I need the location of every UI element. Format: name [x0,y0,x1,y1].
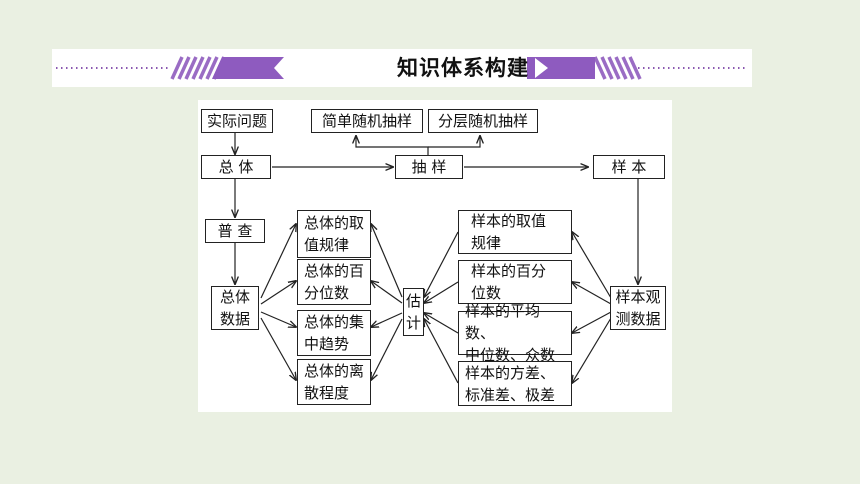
sample-item-box: 样本的百分 位数 [458,260,572,304]
sample-item-label: 样本的取值 规律 [471,212,547,252]
sample-box: 样 本 [593,155,665,179]
stratified-sampling-box: 分层随机抽样 [428,109,538,133]
population-item-label: 总体的离 散程度 [304,362,365,402]
population-item-label: 总体的集 中趋势 [304,313,365,353]
practical-problem-box: 实际问题 [201,109,273,133]
population-label: 总 体 [218,158,254,176]
estimate-box: 估 计 [403,288,424,336]
right-arrow-icon [535,58,548,78]
practical-problem-label: 实际问题 [206,112,267,130]
sample-item-box: 样本的方差、 标准差、极差 [458,361,572,406]
sample-item-label: 样本的平均数、 中位数、众数 [465,302,556,364]
sample-label: 样 本 [611,158,647,176]
banner-title: 知识体系构建 [397,56,529,80]
population-data-box: 总体 数据 [211,286,259,330]
population-data-label: 总体 数据 [219,288,250,328]
census-label: 普 查 [217,222,253,240]
population-item-box: 总体的取 值规律 [297,210,371,258]
sample-observed-data-label: 样本观 测数据 [615,288,661,328]
banner-decoration [56,56,748,80]
concept-diagram: 实际问题 简单随机抽样 分层随机抽样 总 体 抽 样 样 本 普 查 总体 数据… [198,100,672,412]
population-item-box: 总体的离 散程度 [297,359,371,405]
population-item-box: 总体的集 中趋势 [297,310,371,356]
stratified-sampling-label: 分层随机抽样 [437,112,528,130]
left-arrow-icon [274,57,288,79]
population-item-label: 总体的取 值规律 [304,214,365,254]
census-box: 普 查 [205,219,265,243]
sampling-box: 抽 样 [395,155,463,179]
sample-observed-data-box: 样本观 测数据 [610,286,666,330]
diagram-connectors [198,133,672,412]
section-banner: 知识体系构建 [52,49,752,87]
sampling-label: 抽 样 [411,158,447,176]
sample-item-label: 样本的方差、 标准差、极差 [465,363,556,404]
sample-item-box: 样本的取值 规律 [458,210,572,254]
simple-random-sampling-box: 简单随机抽样 [311,109,423,133]
sample-item-label: 样本的百分 位数 [471,262,547,302]
simple-random-sampling-label: 简单随机抽样 [321,112,412,130]
population-item-box: 总体的百 分位数 [297,259,371,305]
sample-item-box: 样本的平均数、 中位数、众数 [458,302,572,364]
population-box: 总 体 [201,155,271,179]
estimate-label: 估 计 [405,292,421,332]
population-item-label: 总体的百 分位数 [304,262,365,302]
